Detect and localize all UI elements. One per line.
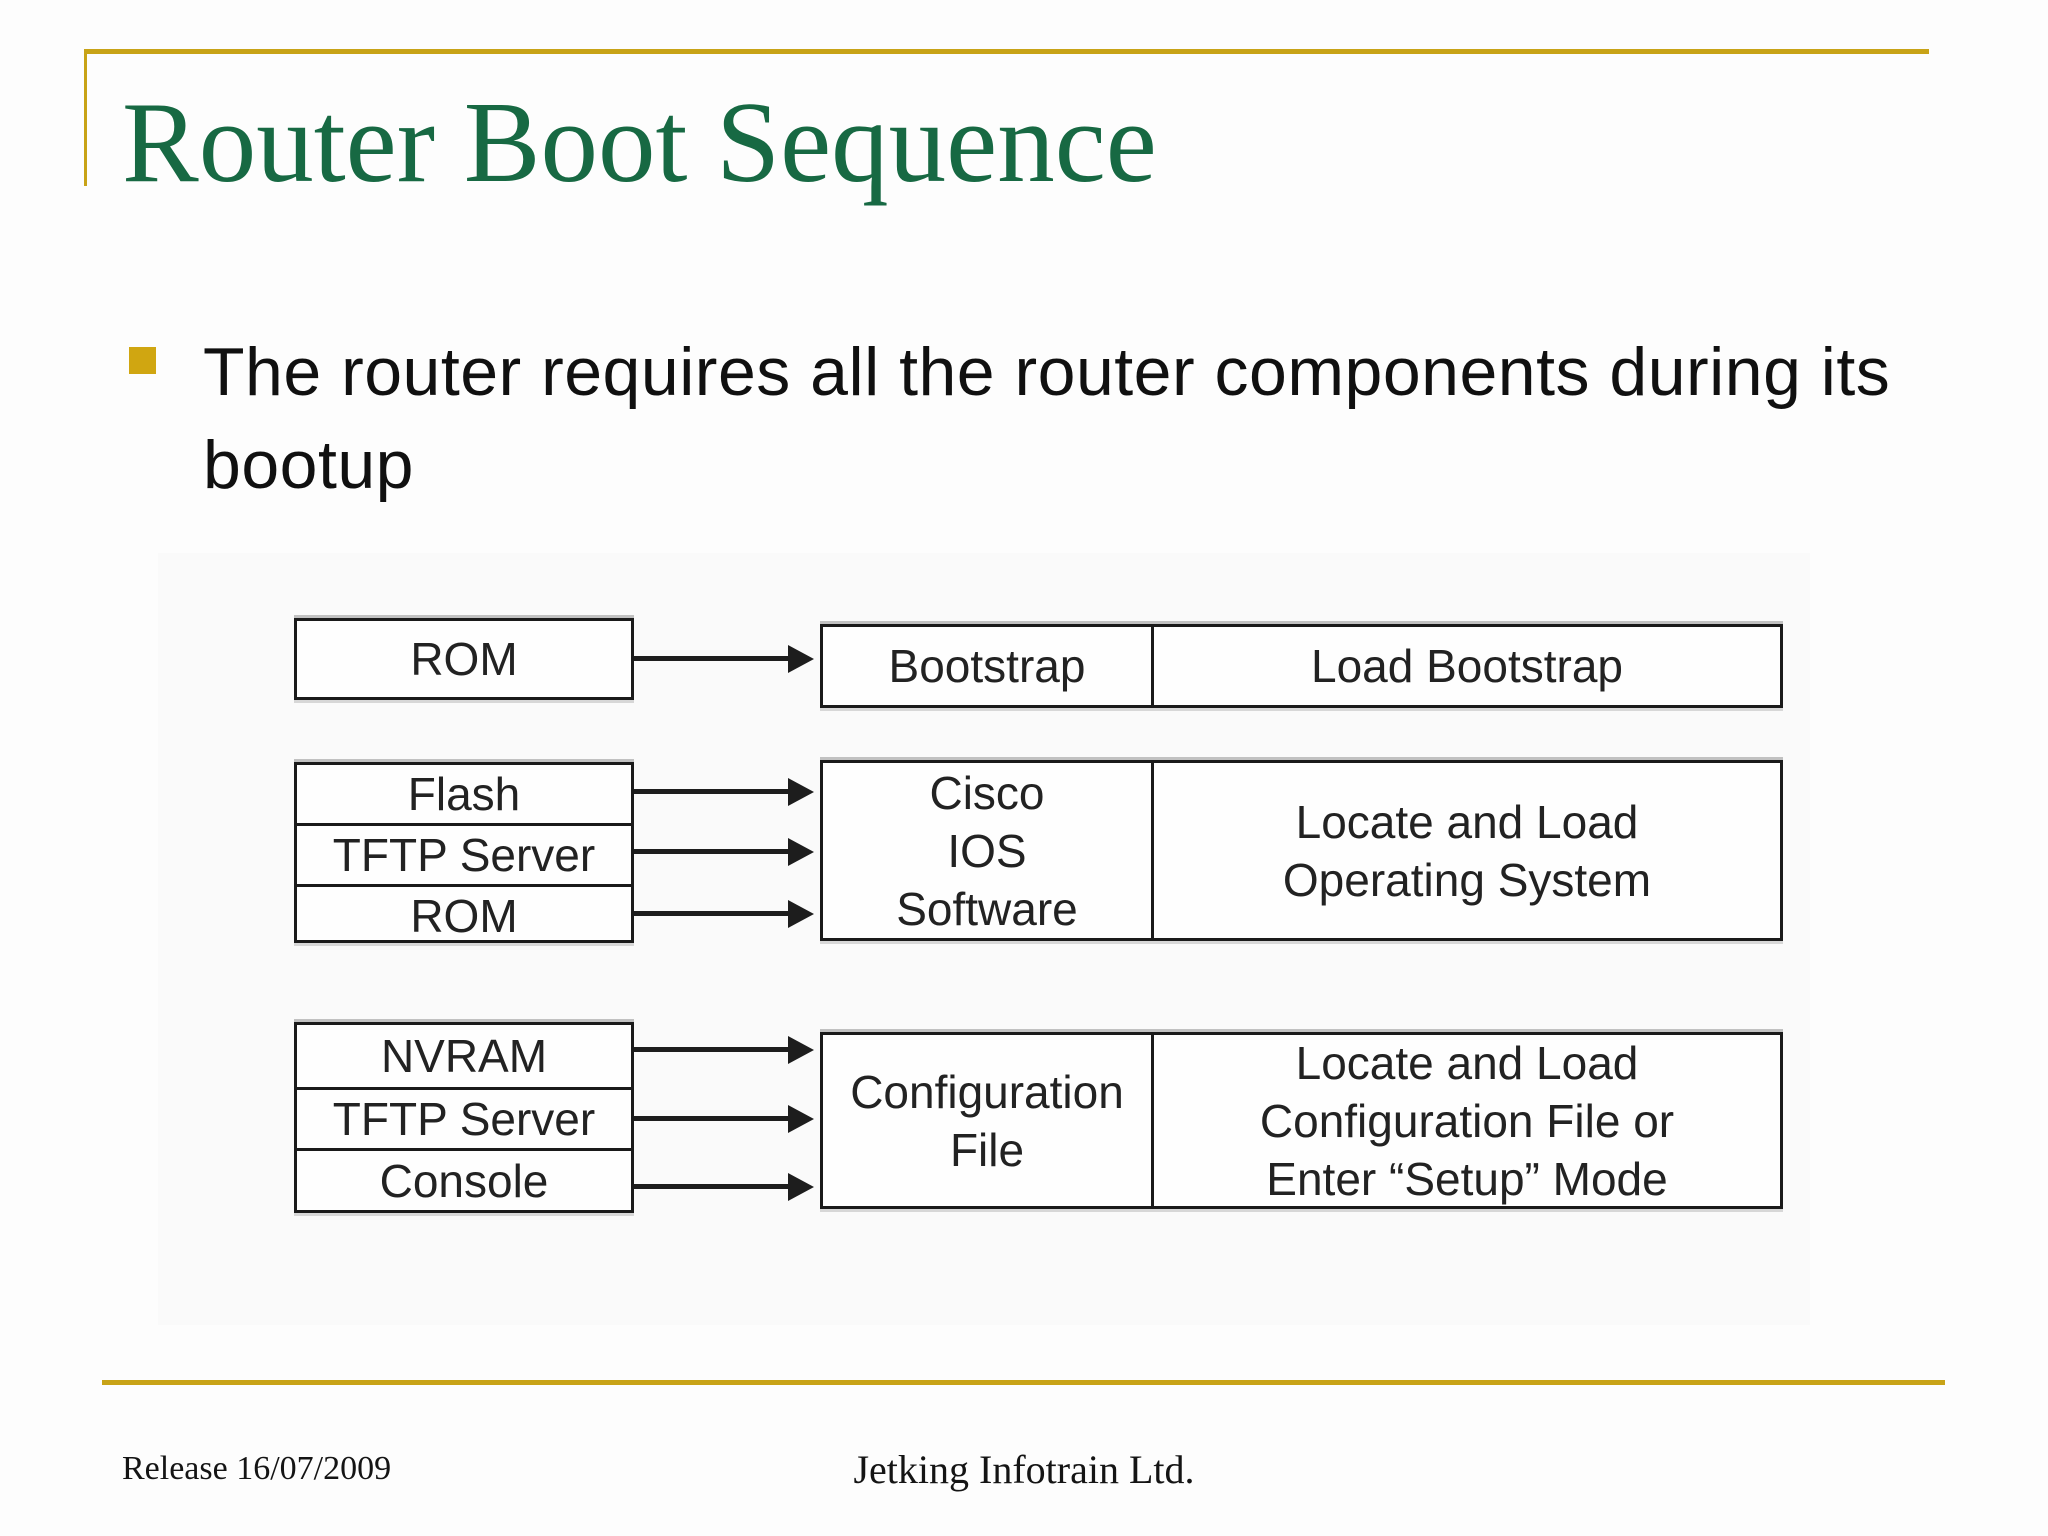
process-label-line: Configuration: [850, 1065, 1124, 1118]
source-box-flash: Flash: [297, 765, 631, 823]
process-label-line: IOS: [947, 824, 1027, 877]
source-label: TFTP Server: [332, 1092, 596, 1145]
process-label-line: File: [949, 1123, 1025, 1176]
header-rule: [84, 49, 1929, 54]
flow-arrow-icon: [634, 1047, 789, 1052]
flow-arrow-icon: [634, 911, 789, 916]
source-label: ROM: [410, 890, 518, 942]
process-label-line: Software: [896, 882, 1078, 935]
process-result-box-bootstrap: Bootstrap Load Bootstrap: [820, 624, 1783, 708]
process-label-line: Cisco: [929, 766, 1045, 819]
result-label-line: Locate and Load: [1295, 795, 1639, 848]
result-label-line: Locate and Load: [1295, 1036, 1639, 1089]
source-label: TFTP Server: [332, 829, 596, 881]
bullet-text: The router requires all the router compo…: [203, 334, 1891, 503]
footer-release-date: Release 16/07/2009: [122, 1450, 392, 1487]
source-label: NVRAM: [380, 1029, 548, 1082]
source-box-console: Console: [297, 1148, 631, 1210]
source-label: Console: [379, 1154, 549, 1207]
result-label-line: Operating System: [1282, 853, 1652, 906]
flow-arrow-icon: [634, 656, 789, 661]
result-label-line: Enter “Setup” Mode: [1266, 1152, 1668, 1205]
footer-company-name: Jetking Infotrain Ltd.: [853, 1447, 1195, 1492]
header-rule-vertical: [84, 49, 87, 186]
flow-arrow-icon: [634, 1184, 789, 1189]
source-label: Flash: [407, 768, 521, 820]
result-cell: Load Bootstrap: [1151, 627, 1780, 705]
source-box-rom: ROM: [297, 884, 631, 945]
source-box-rom: ROM: [294, 618, 634, 700]
process-label: Bootstrap: [888, 640, 1086, 692]
result-cell: Locate and Load Operating System: [1151, 763, 1780, 938]
result-label-line: Configuration File or: [1259, 1094, 1675, 1147]
source-stack-ios: Flash TFTP Server ROM: [294, 762, 634, 943]
process-cell: Cisco IOS Software: [823, 763, 1151, 938]
flow-arrow-icon: [634, 849, 789, 854]
page-title: Router Boot Sequence: [122, 79, 1157, 206]
process-result-box-config: Configuration File Locate and Load Confi…: [820, 1032, 1783, 1209]
result-label: Load Bootstrap: [1310, 640, 1623, 692]
source-box-tftp-server: TFTP Server: [297, 1086, 631, 1149]
footer-rule: [102, 1380, 1945, 1385]
process-cell: Bootstrap: [823, 627, 1151, 705]
flow-arrow-icon: [634, 789, 789, 794]
result-cell: Locate and Load Configuration File or En…: [1151, 1035, 1780, 1206]
flow-arrow-icon: [634, 1116, 789, 1121]
source-box-nvram: NVRAM: [297, 1025, 631, 1087]
source-box-tftp-server: TFTP Server: [297, 823, 631, 884]
source-label: ROM: [410, 633, 518, 685]
process-result-box-ios: Cisco IOS Software Locate and Load Opera…: [820, 760, 1783, 941]
source-stack-config: NVRAM TFTP Server Console: [294, 1022, 634, 1213]
process-cell: Configuration File: [823, 1035, 1151, 1206]
bullet-square-icon: [129, 347, 156, 374]
